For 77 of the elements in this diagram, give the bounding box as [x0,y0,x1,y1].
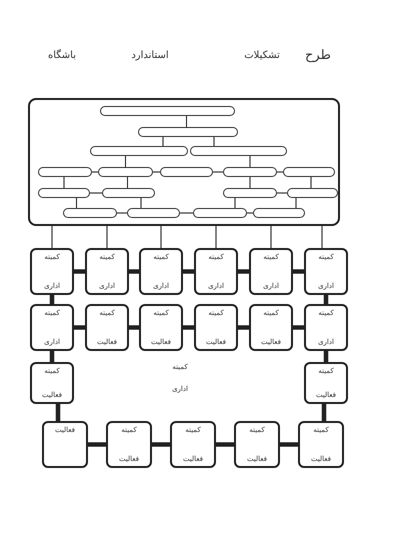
heading-word: تشکیلات [244,50,280,61]
chain-connector [238,325,249,330]
office-box [63,208,117,218]
connector-line [140,198,142,208]
chain-connector [280,442,298,447]
office-box [90,146,188,156]
office-box [160,167,213,177]
committee-box [30,304,74,351]
connector-line [127,176,128,188]
committee-box [85,304,129,351]
chain-connector [50,295,54,304]
chain-connector [129,269,139,274]
chain-connector [293,269,304,274]
chain-connector [293,325,304,330]
chain-connector [324,295,328,304]
committee-box [304,248,348,295]
connector-line [276,192,288,194]
chain-connector [50,351,54,362]
committee-box [139,248,183,295]
connector-line [125,156,126,168]
chain-connector [74,325,85,330]
chain-connector [129,325,139,330]
connector-line [116,212,128,214]
committee-box [42,421,88,468]
committee-box [298,421,344,468]
office-box [127,208,180,218]
chain-connector [322,404,326,421]
committee-box [249,248,293,295]
committee-box [170,421,216,468]
committee-box [139,304,183,351]
chain-connector [324,351,328,362]
office-box [223,167,277,177]
chain-connector [152,442,170,447]
chain-connector [238,269,249,274]
committee-box [194,304,238,351]
committee-box [194,248,238,295]
chain-connector [216,442,234,447]
heading-word: باشگاه [48,50,76,61]
connector-line [160,226,162,248]
office-box [193,208,247,218]
connector-line [234,198,236,208]
committee-box [234,421,280,468]
office-box [190,146,287,156]
office-box [253,208,305,218]
office-box [100,106,235,116]
committee-box [30,362,74,404]
chain-connector [183,325,194,330]
office-box [283,167,335,177]
heading-word: استاندارد [131,50,169,61]
committee-box [85,248,129,295]
connector-line [106,226,108,248]
connector-line [76,198,77,208]
committee-box [30,248,74,295]
committee-box [106,421,152,468]
connector-line [270,226,272,248]
office-box [102,188,155,198]
committee-box [304,362,348,404]
office-box [38,167,92,177]
committee-box [304,304,348,351]
office-box [98,167,153,177]
chain-connector [74,269,85,274]
connector-line [162,136,164,146]
office-box [287,188,338,198]
heading-word: طرح [305,48,331,63]
office-box [223,188,277,198]
connector-line [246,212,254,214]
connector-line [90,192,102,194]
group-frame [28,98,340,226]
committee-box [249,304,293,351]
chain-connector [183,269,194,274]
chain-connector [88,442,106,447]
office-box [138,127,238,137]
connector-line [180,212,194,214]
connector-line [186,116,187,128]
office-box [38,188,90,198]
chain-connector [56,404,60,421]
connector-line [310,176,312,188]
